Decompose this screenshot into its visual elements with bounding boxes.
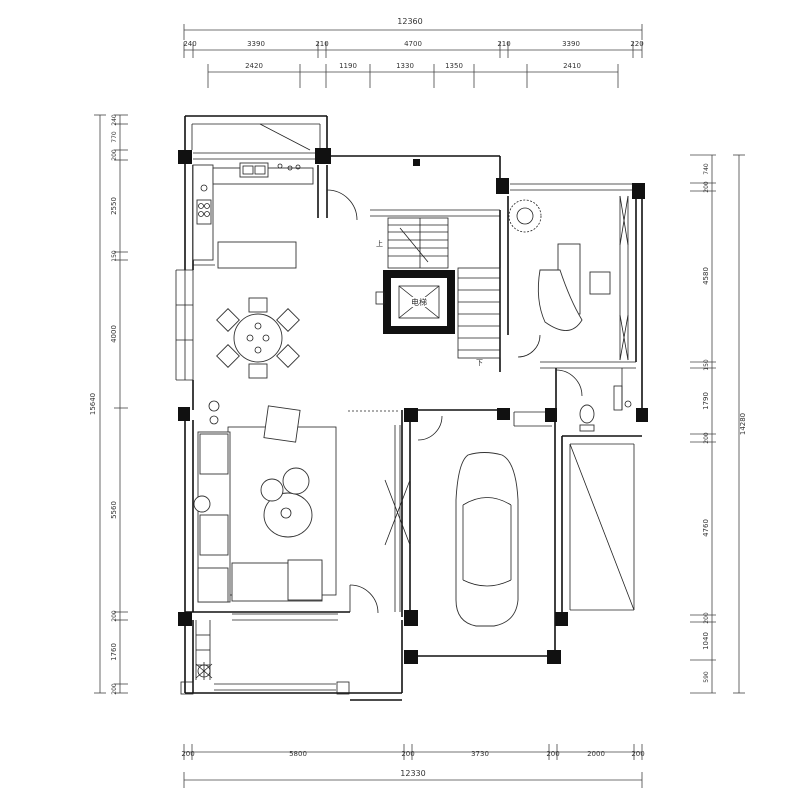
dim-left-7: 5560 xyxy=(110,501,118,519)
bottom-dimensions: 200 5800 200 3730 200 2000 200 12330 xyxy=(181,744,645,788)
dim-bottom-7: 200 xyxy=(631,750,644,758)
dim-bottom-2: 5800 xyxy=(289,750,307,758)
study-room xyxy=(508,199,611,358)
stair-down-label: 下 xyxy=(476,359,483,367)
dim-bottom-4: 3730 xyxy=(471,750,489,758)
walls xyxy=(175,115,643,701)
armchair xyxy=(263,405,301,443)
dim-top-total: 12360 xyxy=(397,17,422,26)
elevator-label: 电梯 xyxy=(411,297,427,307)
top-dimensions: 12360 240 3390 210 4700 210 3390 220 242… xyxy=(183,17,644,88)
dim-right-7: 4760 xyxy=(702,519,710,537)
dim-left-5: 150 xyxy=(111,250,118,262)
structural-columns xyxy=(178,148,648,664)
stair-up-label: 上 xyxy=(376,239,383,248)
dim-top-6: 3390 xyxy=(562,40,580,48)
dim-left-10: 200 xyxy=(111,683,118,695)
dim-right-4: 150 xyxy=(703,359,710,371)
dim-top-4: 4700 xyxy=(404,40,422,48)
dim-left-9: 1760 xyxy=(110,643,118,661)
dim-bottom-total: 12330 xyxy=(400,769,425,778)
toilet-icon xyxy=(579,404,595,424)
dim-left-6: 4000 xyxy=(110,325,118,343)
dim-bottom-6: 2000 xyxy=(587,750,605,758)
elevator: 电梯 xyxy=(375,270,455,334)
dim-left-2: 770 xyxy=(111,131,118,143)
dim-top-row2-1: 2420 xyxy=(245,62,263,70)
kitchen xyxy=(192,162,358,269)
round-table xyxy=(508,199,542,233)
dim-top-3: 210 xyxy=(315,40,328,48)
dim-left-8: 200 xyxy=(111,610,118,622)
dim-top-row2-2: 1190 xyxy=(339,62,357,70)
kitchen-island xyxy=(217,241,297,269)
dim-top-row2-5: 2410 xyxy=(563,62,581,70)
dim-bottom-3: 200 xyxy=(401,750,414,758)
dim-right-10: 590 xyxy=(703,671,710,683)
dim-bottom-5: 200 xyxy=(546,750,559,758)
dim-right-5: 1790 xyxy=(702,392,710,410)
dim-right-total: 14280 xyxy=(739,413,747,435)
dim-top-row2-4: 1350 xyxy=(445,62,463,70)
dim-right-1: 740 xyxy=(703,163,710,175)
dim-top-1: 240 xyxy=(183,40,196,48)
dim-right-8: 200 xyxy=(703,612,710,624)
dim-left-4: 2550 xyxy=(110,197,118,215)
dim-top-2: 3390 xyxy=(247,40,265,48)
dim-top-row2-3: 1330 xyxy=(396,62,414,70)
garage xyxy=(417,415,519,627)
bathroom xyxy=(555,369,632,432)
dim-right-2: 200 xyxy=(703,181,710,193)
dim-right-3: 4580 xyxy=(702,267,710,285)
dim-left-total: 15640 xyxy=(89,393,97,415)
dim-left-3: 200 xyxy=(111,149,118,161)
plant-icon xyxy=(180,662,350,695)
left-dimensions: 15640 240 770 200 2550 150 4000 5560 200… xyxy=(89,114,128,695)
stove-icon xyxy=(196,199,212,225)
dim-top-5: 210 xyxy=(497,40,510,48)
dim-left-1: 240 xyxy=(111,114,118,126)
sink-icon xyxy=(239,162,269,178)
dining-table xyxy=(233,313,283,363)
car-icon xyxy=(455,452,519,627)
living-room xyxy=(193,400,398,614)
coffee-table xyxy=(263,492,313,538)
dim-right-9: 1040 xyxy=(702,632,710,650)
staircase: 上 下 xyxy=(376,217,501,367)
dim-right-6: 200 xyxy=(703,432,710,444)
dim-bottom-1: 200 xyxy=(181,750,194,758)
dim-top-7: 220 xyxy=(630,40,643,48)
chair xyxy=(589,271,611,295)
dining-area xyxy=(216,297,300,379)
right-dimensions: 14280 740 200 4580 150 1790 200 4760 200… xyxy=(690,154,747,694)
